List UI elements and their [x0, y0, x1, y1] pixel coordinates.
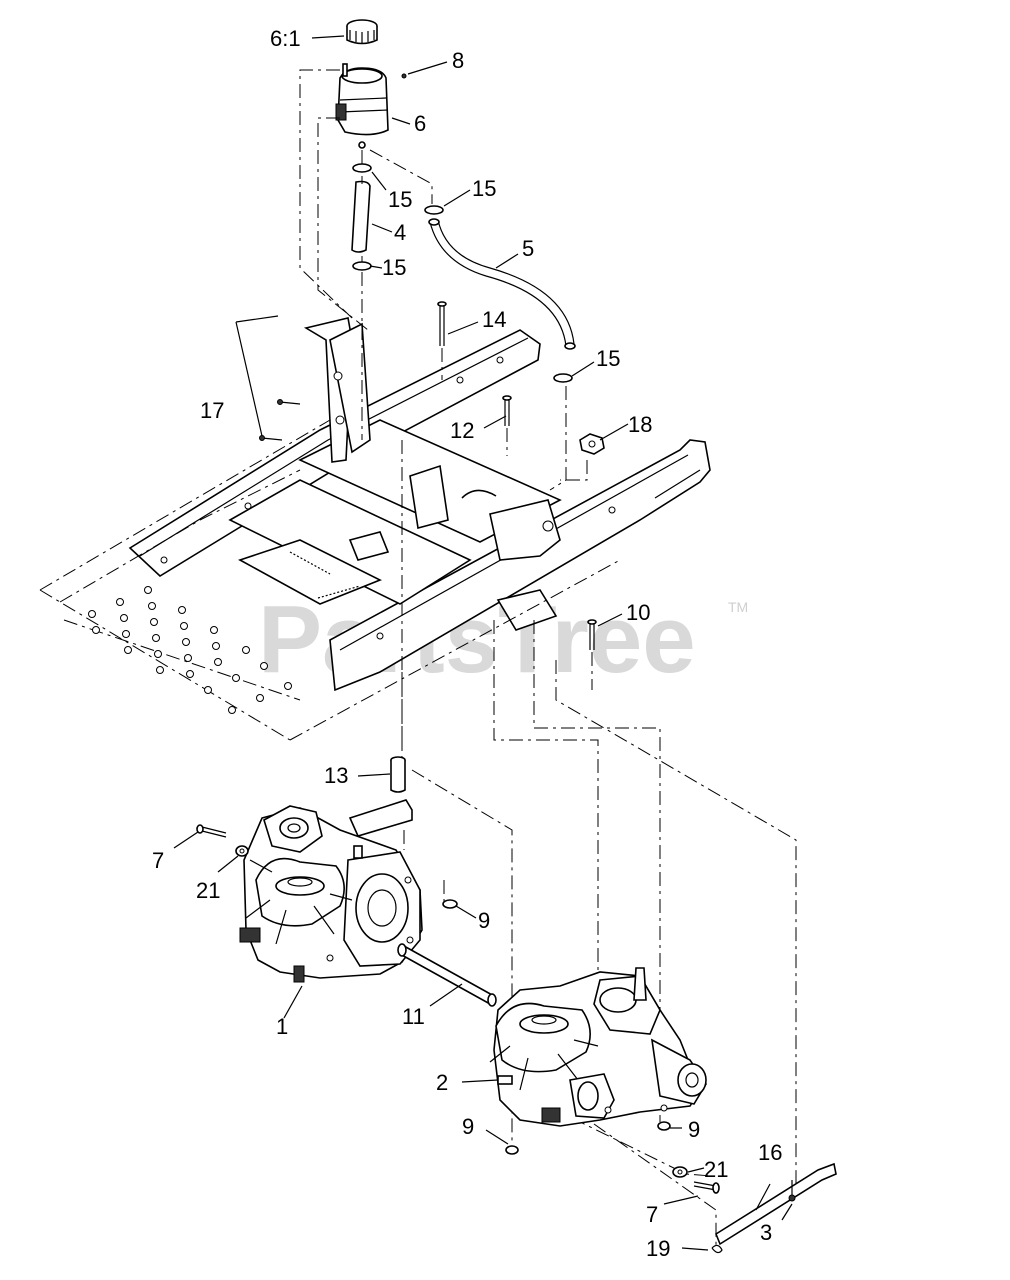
callout-21-right: 21: [704, 1157, 728, 1182]
callout-6: 6: [414, 111, 426, 136]
callout-13: 13: [324, 763, 348, 788]
trademark-mark: TM: [728, 599, 748, 615]
callout-2: 2: [436, 1070, 448, 1095]
nut-9-right: [657, 1121, 671, 1131]
deck-holes: [88, 586, 292, 714]
nut-9-bottom: [505, 1145, 519, 1155]
callout-10: 10: [626, 600, 650, 625]
callout-15-hose-end: 15: [596, 346, 620, 371]
transaxle-2: [489, 967, 707, 1127]
nut-18: [579, 433, 605, 455]
callout-21-left: 21: [196, 878, 220, 903]
bolt-14: [437, 301, 447, 346]
callout-14: 14: [482, 307, 506, 332]
hose-clamps: [352, 163, 573, 383]
callout-15-lower: 15: [382, 255, 406, 280]
callout-8: 8: [452, 48, 464, 73]
callout-16: 16: [758, 1140, 782, 1165]
reservoir-cap: [346, 19, 378, 45]
callout-7-right: 7: [646, 1202, 658, 1227]
spacer-13: [390, 756, 406, 793]
washer-21-right: [672, 1166, 688, 1178]
callout-6-1: 6:1: [270, 26, 301, 51]
shaft-11: [397, 943, 497, 1007]
mower-frame: [128, 317, 711, 692]
callout-3: 3: [760, 1220, 772, 1245]
hose-4: [351, 180, 371, 253]
callout-17: 17: [200, 398, 224, 423]
callout-15-upper-right: 15: [472, 176, 496, 201]
bolts-17: [259, 399, 301, 441]
callout-9-right: 9: [688, 1117, 700, 1142]
bolt-7-left: [196, 824, 227, 838]
transaxle-1: [239, 799, 423, 983]
callout-19: 19: [646, 1236, 670, 1261]
callout-12: 12: [450, 418, 474, 443]
callout-7-left: 7: [152, 848, 164, 873]
callout-1: 1: [276, 1014, 288, 1039]
callout-15-upper-left: 15: [388, 187, 412, 212]
callout-11: 11: [402, 1004, 425, 1029]
reservoir-tank: [335, 63, 407, 149]
rod-16: [715, 1162, 837, 1246]
callout-4: 4: [394, 220, 406, 245]
assembly-lines: [299, 69, 797, 1246]
pin-3: [788, 1194, 796, 1202]
clip-19: [711, 1244, 723, 1254]
bolt-7-right: [693, 1181, 720, 1194]
callout-9-left: 9: [478, 908, 490, 933]
callout-9-bottom: 9: [462, 1114, 474, 1139]
bolt-10: [587, 619, 597, 650]
nut-9-left: [442, 899, 458, 909]
mower-deck: [39, 419, 621, 741]
washer-21-left: [235, 845, 249, 857]
callout-5: 5: [522, 236, 534, 261]
bolt-12: [502, 395, 512, 426]
hose-5: [428, 218, 576, 350]
callout-18: 18: [628, 412, 652, 437]
leader-lines: [173, 35, 793, 1251]
